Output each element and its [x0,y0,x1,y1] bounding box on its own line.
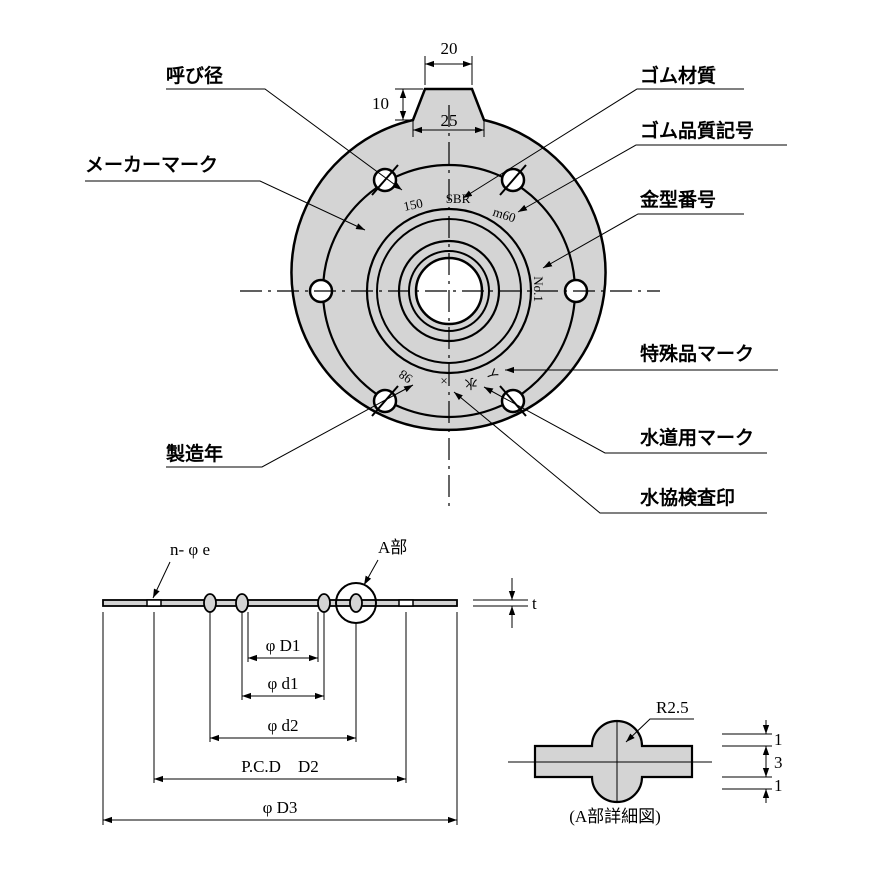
label-rubber-quality: ゴム品質記号 [640,119,754,142]
face-mark-quality: m60 [491,204,518,225]
dim-d2: φ d2 [267,716,298,735]
detail-a-caption: (A部詳細図) [569,807,661,826]
dim-detail-bottom: 1 [774,776,783,795]
detail-a-view: R2.5 1 3 1 (A部詳細図) [508,698,783,826]
label-rubber-material: ゴム材質 [640,64,716,87]
label-maker-mark: メーカーマーク [85,154,218,176]
section-view: n- φ e A部 t φ D1 φ d1 φ d2 P.C.D D2 φ D3 [102,538,537,825]
dim-tab-base: 25 [441,111,458,130]
top-view: 20 10 25 150 SBR m60 No.1 98 × 水 イ 呼び径 メ… [85,39,787,514]
face-mark-water: 水 [464,376,477,391]
face-mark-mold: No.1 [531,276,546,302]
face-mark-size: 150 [402,195,424,214]
section-bead [235,593,249,613]
face-mark-special: イ [485,364,502,383]
dim-bolt-holes: n- φ e [170,540,210,559]
label-inspection-seal: 水協検査印 [640,486,735,509]
dim-detail-top: 1 [774,730,783,749]
dim-radius: R2.5 [656,698,689,717]
dim-pcd: P.C.D D2 [241,757,318,776]
label-nominal-size: 呼び径 [166,65,223,87]
section-bead [317,593,331,613]
face-mark-inspection: × [440,373,447,388]
dim-thickness: t [532,594,537,613]
detail-a-callout-circle [335,582,377,624]
dim-d1: φ d1 [267,674,298,693]
section-plate [102,599,458,607]
dim-tab-height: 10 [372,94,389,113]
dim-detail-ref: A部 [378,538,407,557]
dim-D3: φ D3 [263,798,298,817]
section-bead [349,593,363,613]
dim-D1: φ D1 [266,636,301,655]
face-mark-material: SBR [446,191,471,206]
dim-tab-width: 20 [441,39,458,58]
label-mold-number: 金型番号 [639,188,716,211]
section-bead [203,593,217,613]
label-year: 製造年 [165,442,223,465]
dim-detail-mid: 3 [774,753,783,772]
bolt-holes [308,164,589,417]
label-water-mark: 水道用マーク [640,426,754,449]
label-special-mark: 特殊品マーク [640,342,754,365]
